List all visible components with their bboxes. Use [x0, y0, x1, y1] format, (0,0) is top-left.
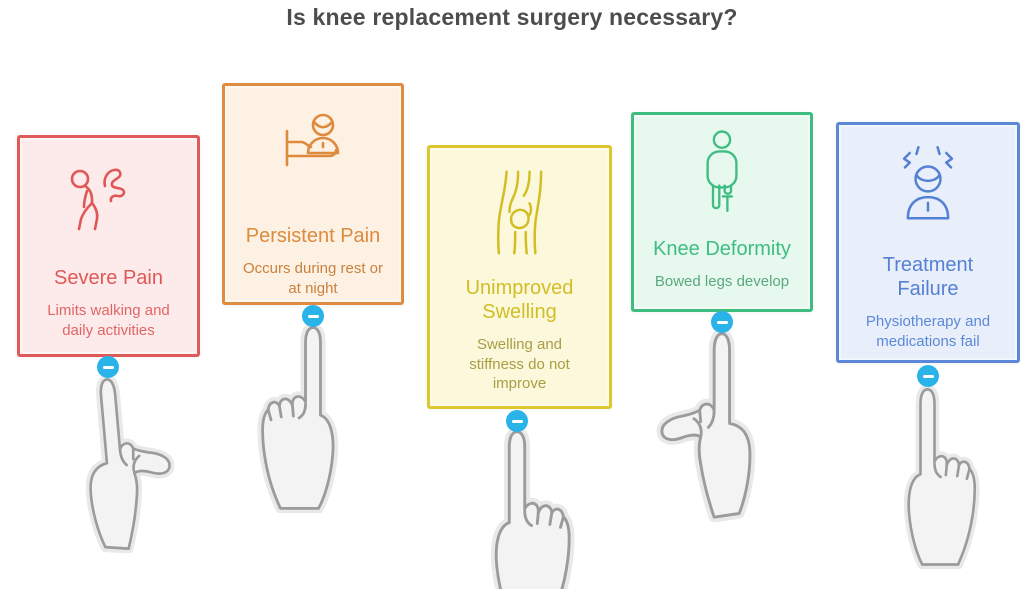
card-unimproved-swelling: Unimproved Swelling Swelling and stiffne… — [427, 145, 612, 409]
card-title: Severe Pain — [54, 267, 163, 289]
pointing-hand-icon — [257, 322, 339, 513]
card-subtitle: Swelling and stiffness do not improve — [469, 336, 570, 392]
card-title: Unimproved Swelling — [465, 277, 574, 323]
minus-icon — [716, 320, 728, 324]
pointing-hand-icon — [656, 328, 756, 522]
leg-prosthesis-person-icon — [677, 127, 767, 219]
minus-icon — [511, 419, 523, 423]
card-persistent-pain: Persistent Pain Occurs during rest or at… — [222, 83, 404, 305]
pointing-hand-icon — [85, 374, 175, 554]
minus-button[interactable] — [97, 356, 119, 378]
card-subtitle: Occurs during rest or at night — [242, 260, 384, 297]
card-title: Persistent Pain — [245, 225, 381, 247]
stressed-person-icon — [880, 143, 976, 235]
pain-walking-person-icon — [59, 156, 159, 248]
pointing-hand-icon — [490, 426, 575, 589]
card-subtitle: Physiotherapy and medications fail — [865, 313, 991, 350]
minus-button[interactable] — [917, 365, 939, 387]
knee-joint-icon — [472, 166, 568, 258]
card-subtitle: Bowed legs develop — [654, 273, 790, 290]
card-title: Treatment Failure — [882, 254, 974, 300]
card-severe-pain: Severe Pain Limits walking and daily act… — [17, 135, 200, 357]
card-knee-deformity: Knee Deformity Bowed legs develop — [631, 112, 813, 312]
person-resting-in-bed-icon — [263, 106, 363, 192]
card-subtitle: Limits walking and daily activities — [47, 302, 170, 339]
page-title: Is knee replacement surgery necessary? — [286, 4, 738, 30]
minus-icon — [922, 374, 934, 378]
minus-icon — [307, 314, 319, 318]
pointing-hand-icon — [903, 384, 980, 569]
card-treatment-failure: Treatment Failure Physiotherapy and medi… — [836, 122, 1020, 363]
minus-icon — [102, 365, 114, 369]
card-title: Knee Deformity — [653, 238, 791, 260]
minus-button[interactable] — [302, 305, 324, 327]
minus-button[interactable] — [711, 311, 733, 333]
minus-button[interactable] — [506, 410, 528, 432]
